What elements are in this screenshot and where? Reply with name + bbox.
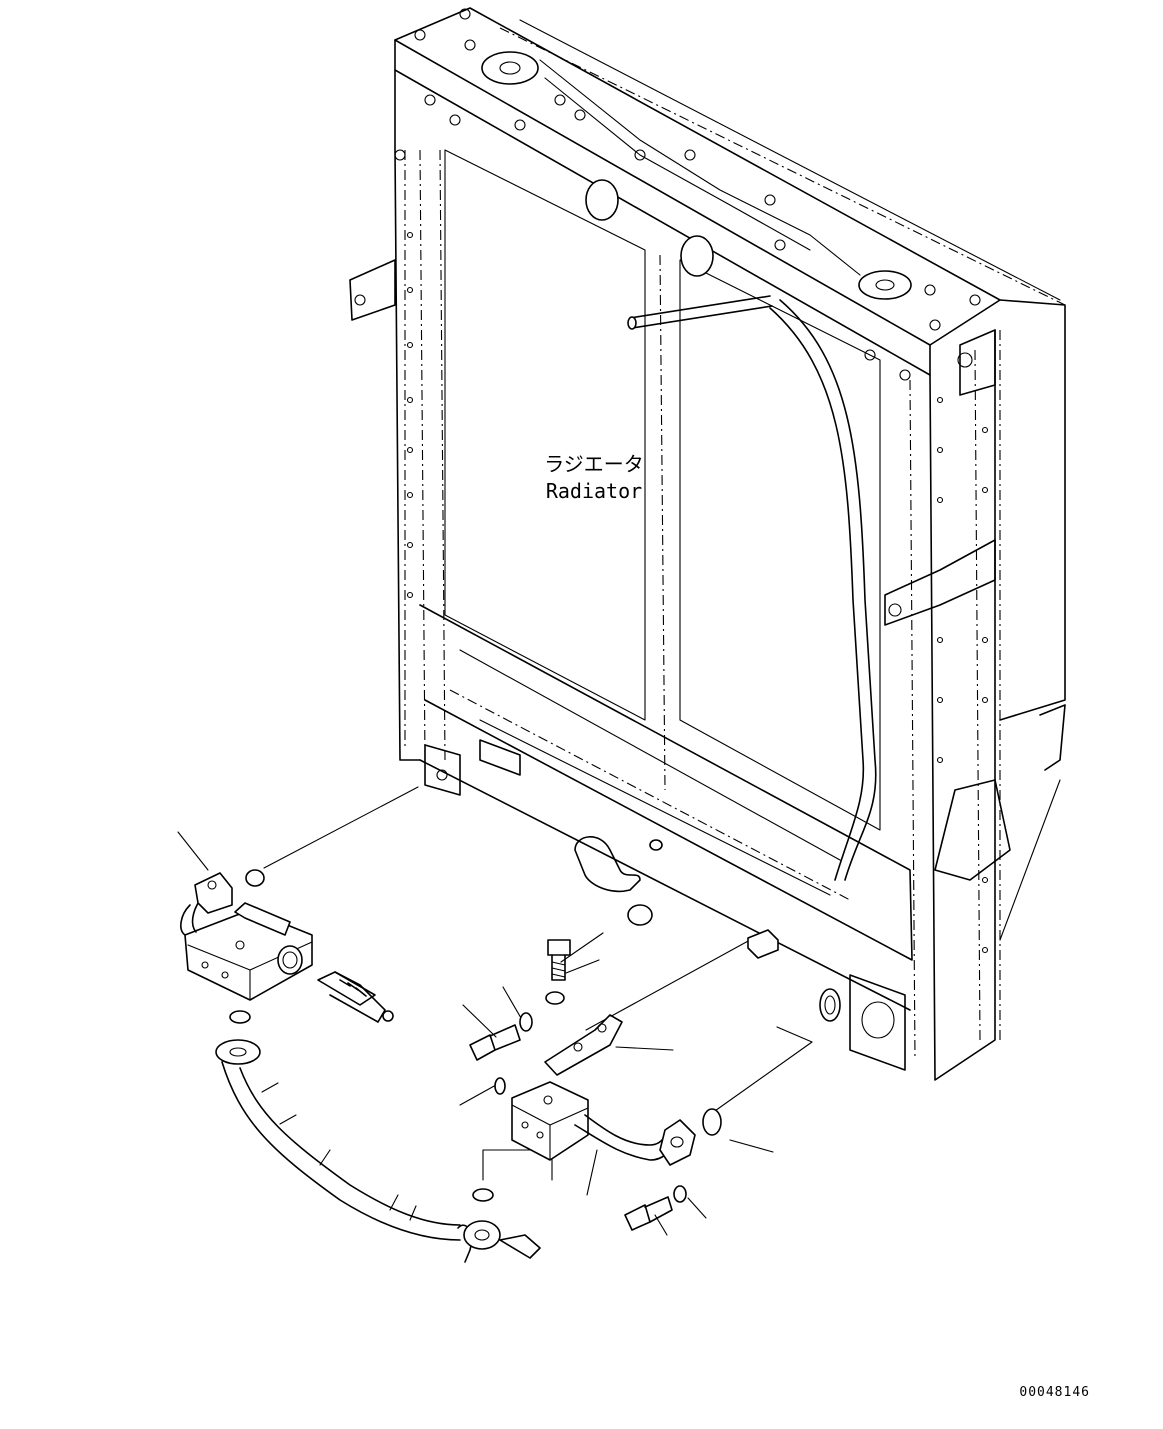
bolt-vertical xyxy=(547,939,571,981)
o-ring-left xyxy=(229,1010,251,1024)
o-ring-small xyxy=(494,1077,506,1095)
washer-1 xyxy=(545,991,565,1005)
washer-3 xyxy=(673,1185,687,1203)
valve-block-left xyxy=(180,869,313,1001)
leader-lines xyxy=(177,786,813,1236)
frame-rivets xyxy=(406,231,989,954)
hose-assembly xyxy=(215,1039,541,1263)
sensor xyxy=(317,971,394,1023)
radiator-assembly xyxy=(349,7,1066,1081)
top-bolts xyxy=(394,8,981,381)
drawing-number: 00048146 xyxy=(1019,1385,1090,1400)
washer-2 xyxy=(519,1012,533,1032)
bracket xyxy=(544,1014,623,1076)
bolt-horizontal-1 xyxy=(469,1024,521,1061)
valve-block-centre xyxy=(511,1081,696,1166)
o-ring-right xyxy=(702,1108,722,1136)
o-ring-bottom xyxy=(472,1188,494,1202)
bolt-horizontal-2 xyxy=(624,1196,673,1231)
radiator-label-jp: ラジエータ xyxy=(544,452,644,476)
radiator-label-en: Radiator xyxy=(546,479,642,503)
clamp-block xyxy=(747,929,779,959)
